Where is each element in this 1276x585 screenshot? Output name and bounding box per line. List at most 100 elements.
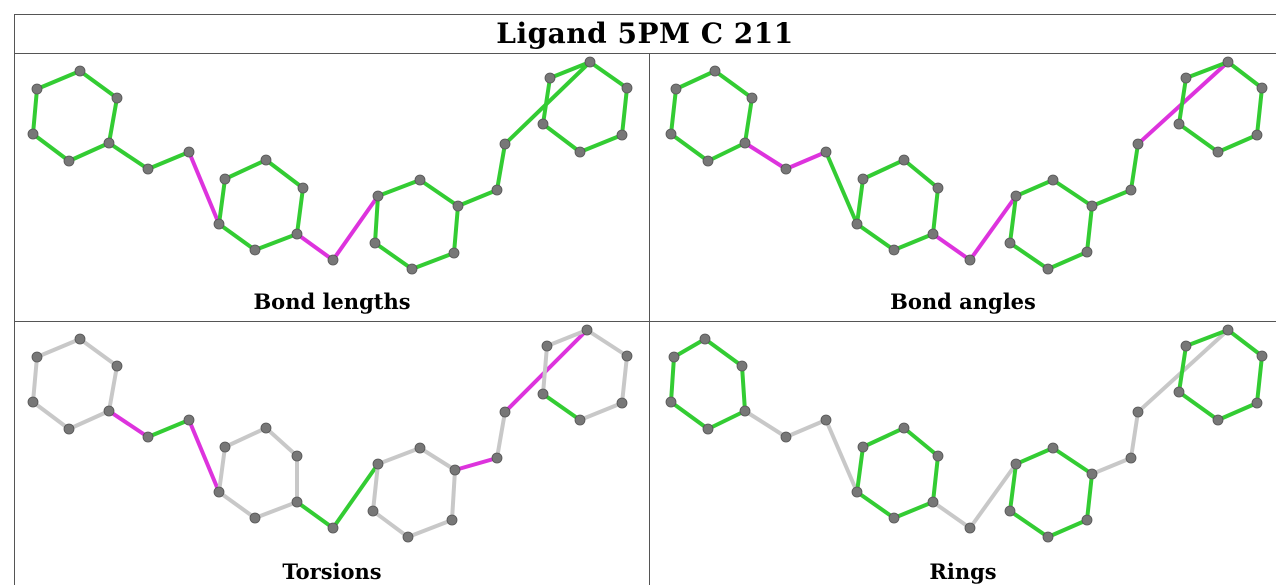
atom (63, 155, 75, 167)
atom (291, 496, 303, 508)
bond (1216, 401, 1259, 422)
atom (898, 422, 910, 434)
bond (1226, 60, 1264, 90)
bond (1177, 76, 1188, 126)
bond (1014, 178, 1055, 198)
bond (703, 337, 744, 368)
atom (820, 146, 832, 158)
bond (892, 232, 935, 252)
atom (709, 65, 721, 77)
atom (1256, 350, 1268, 362)
bond (418, 446, 457, 472)
atom (74, 65, 86, 77)
bond (456, 188, 499, 208)
bond (855, 222, 896, 252)
bond (1008, 462, 1018, 513)
bond (1046, 518, 1089, 539)
atom (616, 129, 628, 141)
atom (780, 163, 792, 175)
bond (669, 132, 710, 163)
atom (291, 450, 303, 462)
panel-rings: Rings (650, 322, 1276, 585)
atom (1081, 514, 1093, 526)
bond (588, 60, 629, 90)
atom (406, 263, 418, 275)
molecule-rings (665, 324, 1268, 543)
atom (780, 431, 792, 443)
caption-torsions: Torsions (282, 559, 382, 584)
bond (855, 490, 896, 520)
bond (931, 454, 940, 504)
bond (264, 426, 299, 458)
atom (1173, 386, 1185, 398)
atom (665, 396, 677, 408)
molecule-bond-lengths (27, 56, 633, 275)
atom (213, 218, 225, 230)
bond (548, 60, 592, 80)
atom (932, 450, 944, 462)
atom (574, 146, 586, 158)
bond (223, 426, 268, 449)
atom (1251, 129, 1263, 141)
bond (968, 462, 1018, 530)
bond (1090, 188, 1133, 208)
atom (736, 360, 748, 372)
atom (1042, 531, 1054, 543)
atom (1222, 56, 1234, 68)
bond (146, 150, 191, 171)
bond (743, 141, 788, 171)
bond (1085, 472, 1094, 522)
bond (931, 500, 972, 530)
bond (453, 456, 499, 472)
bond (264, 158, 305, 190)
bond (1051, 446, 1094, 476)
bond (107, 409, 150, 439)
bond (1184, 60, 1230, 80)
bond (452, 204, 460, 255)
bond (107, 141, 150, 171)
bond (892, 500, 935, 520)
bond (1177, 344, 1188, 394)
atom (249, 244, 261, 256)
atom (103, 405, 115, 417)
atom (1086, 468, 1098, 480)
bond (672, 337, 707, 359)
bond (217, 445, 227, 494)
bond (1008, 509, 1050, 539)
bond (253, 500, 299, 520)
bond (495, 142, 507, 192)
atom (537, 388, 549, 400)
atom (927, 228, 939, 240)
atom (63, 423, 75, 435)
bond (67, 141, 111, 163)
atom (249, 512, 261, 524)
bond (1255, 86, 1264, 137)
bond (67, 409, 111, 431)
atom (27, 396, 39, 408)
atom (699, 333, 711, 345)
bond (373, 194, 380, 245)
bond (545, 328, 589, 348)
bond (674, 69, 717, 91)
atom (414, 442, 426, 454)
atom (888, 512, 900, 524)
bond (31, 132, 71, 163)
bond (1216, 133, 1259, 154)
atom (670, 83, 682, 95)
atom (616, 397, 628, 409)
atom (372, 458, 384, 470)
atom (820, 414, 832, 426)
atom (581, 324, 593, 336)
bond (1177, 122, 1220, 154)
atom (499, 138, 511, 150)
bond (743, 96, 754, 145)
bond (1085, 204, 1094, 254)
atom (668, 351, 680, 363)
atom (1010, 190, 1022, 202)
atom (1004, 237, 1016, 249)
bond (578, 133, 624, 154)
bond (1046, 250, 1089, 271)
atom (111, 92, 123, 104)
atom (327, 522, 339, 534)
bond (578, 401, 624, 422)
